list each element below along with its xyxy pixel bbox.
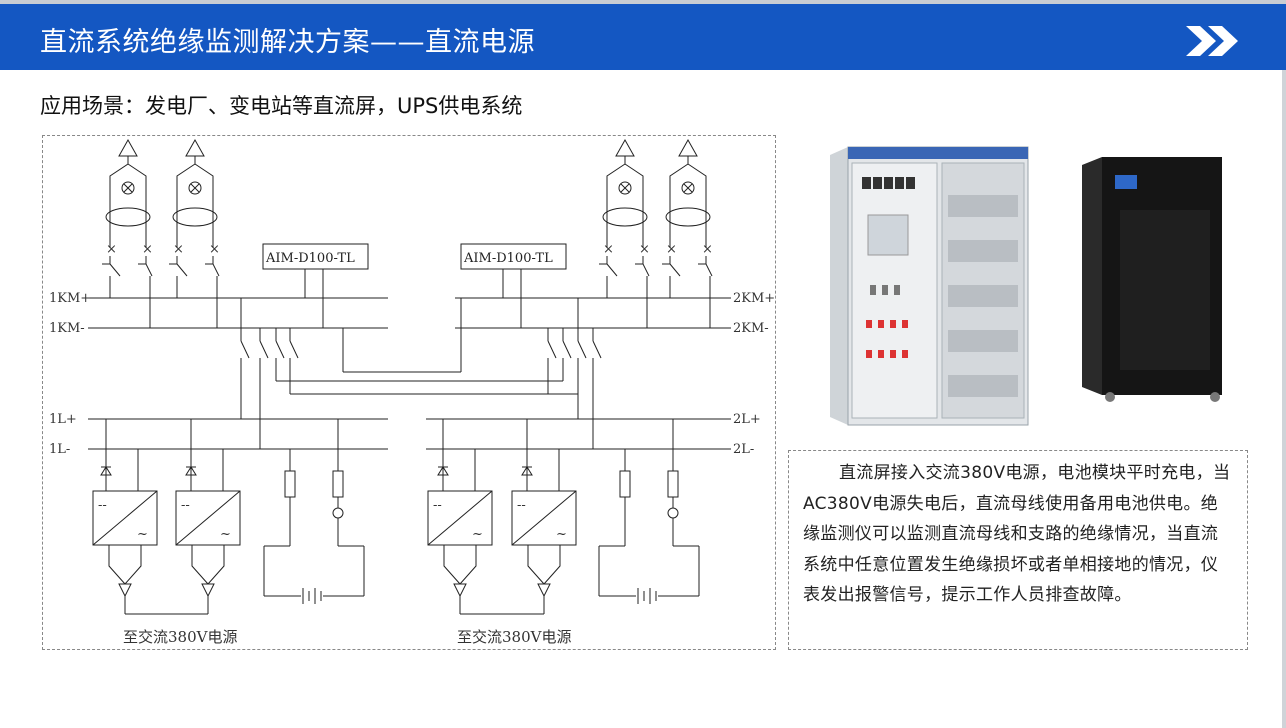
svg-text:--: -- xyxy=(98,498,107,513)
dc-system-diagram: × × × × xyxy=(42,135,776,650)
monitor-device-right: AIM-D100-TL xyxy=(460,243,567,328)
svg-text:--: -- xyxy=(181,498,190,513)
svg-text:~: ~ xyxy=(220,527,231,542)
application-scenario: 应用场景：发电厂、变电站等直流屏，UPS供电系统 xyxy=(40,94,523,118)
battery-branch-right xyxy=(598,419,700,604)
header-bar: 直流系统绝缘监测解决方案——直流电源 xyxy=(0,0,1286,70)
feeder-branches: × × × × xyxy=(102,138,713,328)
battery-branch-left xyxy=(263,419,365,604)
monitor-device-left: AIM-D100-TL xyxy=(262,243,369,328)
svg-text:×: × xyxy=(209,242,220,257)
l-buses: 1L+ 1L- 2L+ 2L- xyxy=(49,412,761,457)
bus-label-1km-minus: 1KM- xyxy=(49,321,85,336)
device-label-right: AIM-D100-TL xyxy=(463,251,553,266)
svg-text:--: -- xyxy=(517,498,526,513)
device-label-left: AIM-D100-TL xyxy=(265,251,355,266)
svg-text:×: × xyxy=(639,242,650,257)
svg-text:×: × xyxy=(603,242,614,257)
dc-cabinet-image xyxy=(830,146,1029,426)
svg-text:×: × xyxy=(666,242,677,257)
source-label-right: 至交流380V电源 xyxy=(457,628,571,646)
svg-text:~: ~ xyxy=(137,527,148,542)
equipment-photo xyxy=(830,146,1222,426)
rectifier-right-1: -- ~ xyxy=(427,419,493,614)
ups-unit-image xyxy=(1082,157,1222,402)
bus-label-1km-plus: 1KM+ xyxy=(49,291,91,306)
km-buses: 1KM+ 1KM- 2KM+ 2KM- xyxy=(49,291,775,336)
rectifier-left-2: -- ~ xyxy=(175,419,241,614)
rectifier-left-1: -- ~ xyxy=(92,419,158,614)
svg-text:--: -- xyxy=(433,498,442,513)
tie-switches xyxy=(240,298,602,449)
bus-label-1l-plus: 1L+ xyxy=(49,412,77,427)
svg-text:~: ~ xyxy=(472,527,483,542)
svg-text:~: ~ xyxy=(556,527,567,542)
chevron-right-icon xyxy=(1186,26,1238,56)
svg-text:×: × xyxy=(173,242,184,257)
bus-label-2km-minus: 2KM- xyxy=(733,321,769,336)
page-edge xyxy=(1282,70,1286,728)
source-label-left: 至交流380V电源 xyxy=(123,628,237,646)
svg-text:×: × xyxy=(142,242,153,257)
bus-label-2l-minus: 2L- xyxy=(733,442,754,457)
bus-label-1l-minus: 1L- xyxy=(49,442,70,457)
circuit-schematic: × × × × xyxy=(49,138,775,646)
bus-label-2l-plus: 2L+ xyxy=(733,412,761,427)
svg-text:×: × xyxy=(106,242,117,257)
rectifier-right-2: -- ~ xyxy=(511,419,577,614)
description-text: 直流屏接入交流380V电源，电池模块平时充电，当AC380V电源失电后，直流母线… xyxy=(803,463,1231,605)
page-title: 直流系统绝缘监测解决方案——直流电源 xyxy=(40,27,535,58)
svg-text:×: × xyxy=(702,242,713,257)
description-box: 直流屏接入交流380V电源，电池模块平时充电，当AC380V电源失电后，直流母线… xyxy=(788,450,1248,650)
bus-label-2km-plus: 2KM+ xyxy=(733,291,775,306)
